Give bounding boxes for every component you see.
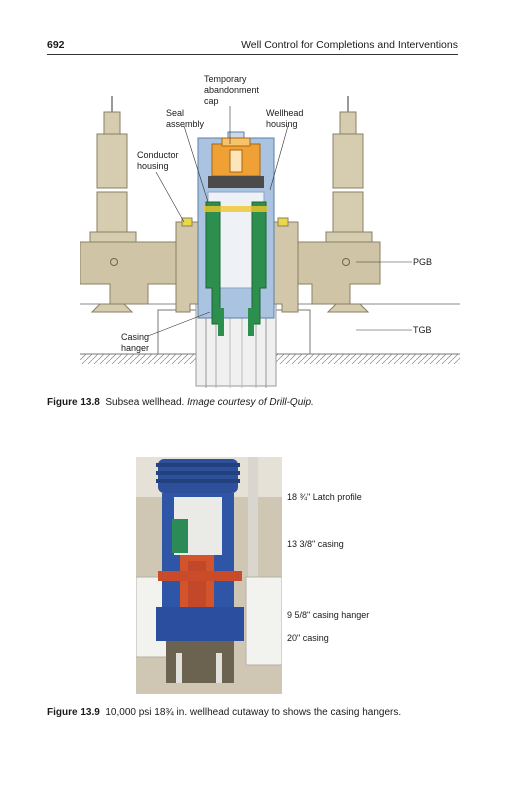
figure-13-8-caption: Figure 13.8 Subsea wellhead. Image court… [47,397,314,408]
casing-hanger [218,308,254,336]
label-13-3-8-casing: 13 3/8" casing [287,539,344,549]
figure-13-8-text: Subsea wellhead. [105,397,185,408]
label-temporary-cap-2: abandonment [204,85,260,95]
label-conductor-2: housing [137,161,169,171]
figure-13-9-number: Figure 13.9 [47,707,100,718]
wellhead-cutaway-photo [136,457,282,694]
label-temporary-cap-1: Temporary [204,74,247,84]
label-9-5-8-casing-hanger: 9 5/8" casing hanger [287,610,370,620]
figure-13-8-number: Figure 13.8 [47,397,100,408]
label-latch-profile: 18 ¾" Latch profile [287,492,362,502]
tgb-base [157,309,311,355]
label-seal-1: Seal [166,108,184,118]
label-casing-2: hanger [121,343,149,353]
label-tgb: TGB [413,325,432,335]
label-temporary-cap-3: cap [204,96,219,106]
left-guide-post [80,96,181,313]
leader-lines [147,106,412,337]
figure-13-9-caption: Figure 13.9 10,000 psi 18¾ in. wellhead … [47,707,401,718]
label-pgb: PGB [413,257,432,267]
label-conductor-1: Conductor [137,150,179,160]
page-number: 692 [47,39,65,51]
running-header: 692 Well Control for Completions and Int… [47,38,458,55]
subsea-wellhead-drawing: Temporary abandonment cap Seal assembly … [80,74,460,388]
running-title: Well Control for Completions and Interve… [241,39,458,51]
figure-13-9-text: 10,000 psi 18¾ in. wellhead cutaway to s… [105,707,402,718]
label-wellhead-2: housing [266,119,298,129]
label-seal-2: assembly [166,119,205,129]
label-20-casing: 20" casing [287,633,329,643]
label-casing-1: Casing [121,332,149,342]
label-wellhead-1: Wellhead [266,108,303,118]
figure-13-8-credit: Image courtesy of Drill-Quip. [187,397,314,408]
temporary-abandonment-cap [208,137,264,188]
seal-assembly [204,201,268,325]
